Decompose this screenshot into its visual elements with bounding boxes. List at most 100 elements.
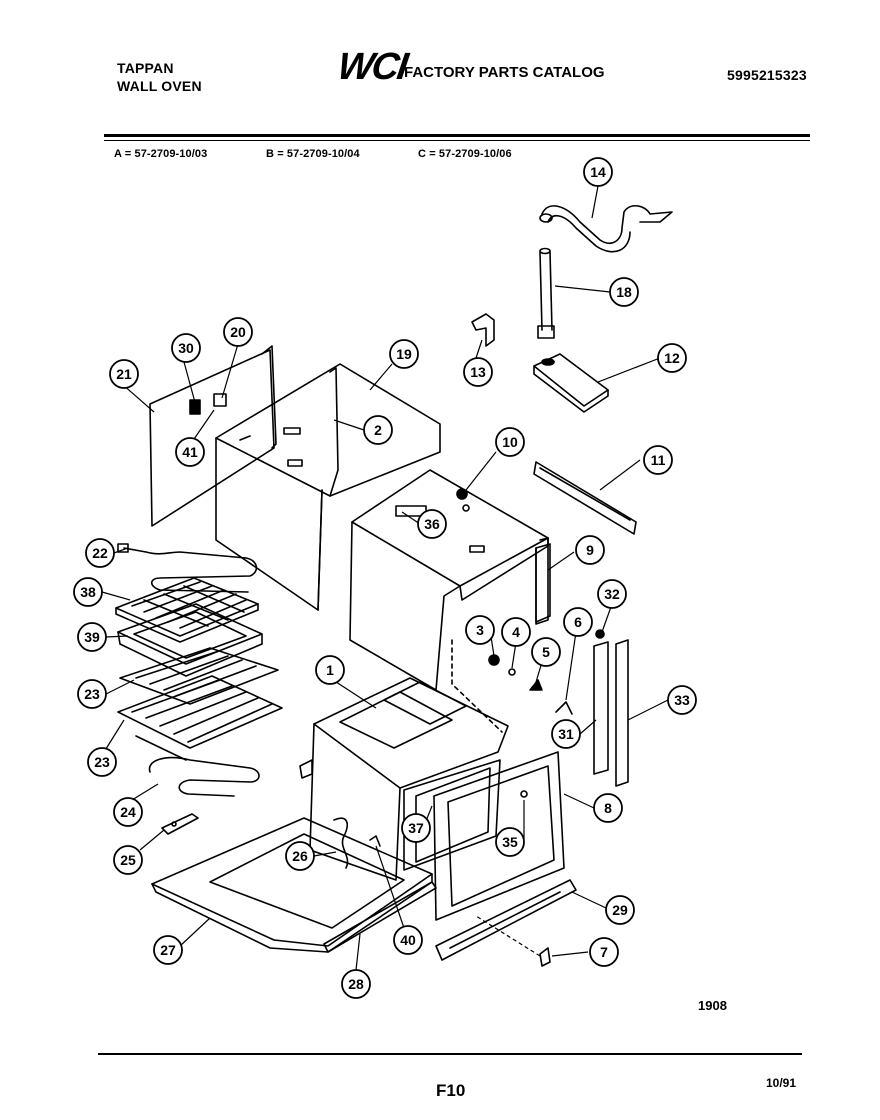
callout-circle [597, 579, 627, 609]
callout-label: 27 [160, 942, 176, 958]
callout-label: 39 [84, 629, 100, 645]
callout-label: 26 [292, 848, 308, 864]
callout-circle [657, 343, 687, 373]
callout-label: 2 [374, 422, 382, 438]
part-14-pipe [539, 205, 673, 253]
callout-circle [315, 655, 345, 685]
callout-label: 33 [674, 692, 690, 708]
callout-circle [85, 538, 115, 568]
callout-label: 37 [408, 820, 424, 836]
callout-28: 28 [341, 969, 371, 999]
callout-circle [643, 445, 673, 475]
callout-label: 31 [558, 726, 574, 742]
part-5-valve [529, 679, 543, 691]
callout-8: 8 [593, 793, 623, 823]
part-1-oven-liner [299, 677, 509, 881]
callout-circle [593, 793, 623, 823]
callout-9: 9 [575, 535, 605, 565]
part-24-bake-element [148, 756, 260, 797]
callout-label: 14 [590, 164, 606, 180]
callout-label: 40 [400, 932, 416, 948]
callout-circle [175, 437, 205, 467]
callout-circle [341, 969, 371, 999]
callout-circle [609, 277, 639, 307]
callout-circle [531, 637, 561, 667]
brand-name: TAPPAN [117, 60, 174, 76]
callout-label: 21 [116, 366, 132, 382]
header-rule-thin [104, 140, 810, 141]
callout-24: 24 [113, 797, 143, 827]
callout-circle [77, 679, 107, 709]
callout-32: 32 [597, 579, 627, 609]
part-8-door-frame [433, 751, 565, 921]
part-21-side-panel [149, 345, 277, 527]
callout-label: 32 [604, 586, 620, 602]
part-13-bracket [471, 313, 495, 347]
leader-lines [101, 185, 669, 971]
callout-35: 35 [495, 827, 525, 857]
callout-circle [113, 797, 143, 827]
part-oven-box [349, 469, 549, 691]
callout-circle [87, 747, 117, 777]
callout-36: 36 [417, 509, 447, 539]
callout-38: 38 [73, 577, 103, 607]
callout-label: 35 [502, 834, 518, 850]
callout-circle [463, 357, 493, 387]
callout-label: 41 [182, 444, 198, 460]
callout-circle [153, 935, 183, 965]
callout-label: 12 [664, 350, 680, 366]
callout-label: 11 [651, 452, 666, 468]
callout-7: 7 [589, 937, 619, 967]
callout-1: 1 [315, 655, 345, 685]
callout-label: 22 [92, 545, 108, 561]
callout-circle [389, 339, 419, 369]
part-28-strip [323, 881, 437, 953]
model-c: C = 57-2709-10/06 [418, 148, 512, 160]
callout-label: 9 [586, 542, 594, 558]
figure-code: 1908 [698, 998, 727, 1013]
part-11-rail [533, 461, 637, 535]
callout-label: 29 [612, 902, 628, 918]
callout-circle [417, 509, 447, 539]
part-6-clip [555, 701, 573, 715]
part-12-burner-box [533, 353, 609, 413]
part-39-broil-rack [115, 577, 259, 643]
callout-label: 4 [512, 624, 520, 640]
callout-label: 36 [424, 516, 440, 532]
part-22-heating-element [117, 543, 258, 593]
callout-circle [393, 925, 423, 955]
callout-circle [551, 719, 581, 749]
callout-circle [109, 359, 139, 389]
callout-21: 21 [109, 359, 139, 389]
part-29-kick-plate [435, 879, 577, 961]
part-23-oven-rack-upper [119, 647, 279, 705]
callout-23: 23 [87, 747, 117, 777]
callout-label: 19 [396, 346, 412, 362]
header-rule [104, 134, 810, 137]
callout-31: 31 [551, 719, 581, 749]
callout-circle [667, 685, 697, 715]
callout-5: 5 [531, 637, 561, 667]
part-23-oven-rack-lower [117, 675, 283, 761]
catalog-number: 5995215323 [727, 67, 807, 83]
product-type: WALL OVEN [117, 78, 202, 94]
callout-2: 2 [363, 415, 393, 445]
catalog-title: FACTORY PARTS CATALOG [404, 64, 605, 81]
callout-label: 6 [574, 614, 582, 630]
part-4-nut [508, 668, 516, 676]
callout-circle [401, 813, 431, 843]
callout-label: 23 [84, 686, 100, 702]
callout-circle [73, 577, 103, 607]
callout-37: 37 [401, 813, 431, 843]
callout-27: 27 [153, 935, 183, 965]
callout-label: 24 [120, 804, 136, 820]
callout-circle [495, 827, 525, 857]
callout-label: 38 [80, 584, 96, 600]
part-9-side-bracket [535, 543, 551, 623]
callout-label: 20 [230, 324, 246, 340]
callout-13: 13 [463, 357, 493, 387]
part-7-screw [539, 947, 551, 967]
callout-label: 5 [542, 644, 550, 660]
